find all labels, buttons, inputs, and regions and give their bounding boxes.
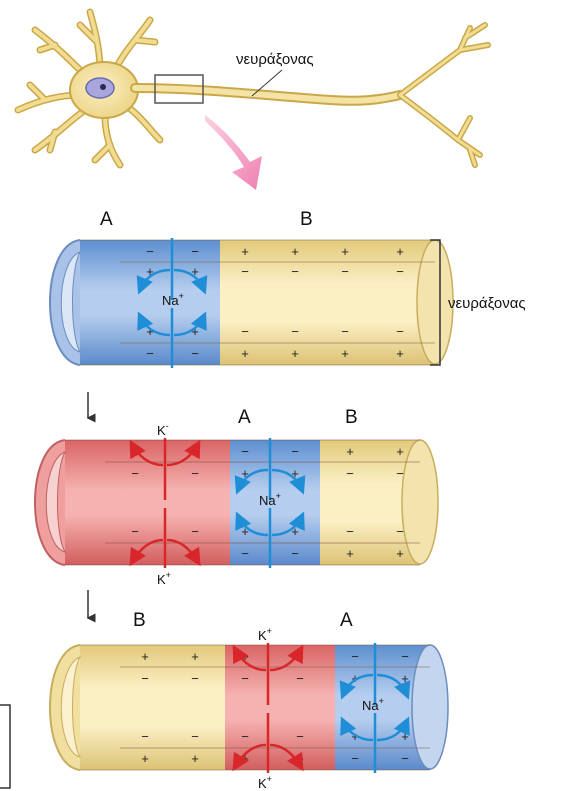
svg-text:−: − (141, 729, 149, 744)
panel3-k-bottom-label: K+ (258, 774, 272, 791)
svg-text:−: − (296, 729, 304, 744)
svg-text:−: − (241, 729, 249, 744)
svg-text:+: + (141, 751, 149, 766)
svg-text:−: − (241, 264, 249, 279)
svg-text:−: − (291, 324, 299, 339)
svg-text:−: − (131, 466, 139, 481)
svg-text:−: − (396, 466, 404, 481)
nucleus (86, 78, 114, 98)
svg-text:+: + (346, 444, 354, 459)
svg-text:+: + (401, 671, 409, 686)
svg-text:−: − (351, 751, 359, 766)
svg-text:−: − (351, 649, 359, 664)
svg-text:−: − (291, 546, 299, 561)
left-edge-bracket (0, 705, 10, 788)
svg-text:−: − (291, 444, 299, 459)
svg-text:+: + (396, 346, 404, 361)
svg-text:+: + (241, 346, 249, 361)
svg-text:−: − (401, 649, 409, 664)
svg-text:−: − (346, 466, 354, 481)
neuron-illustration: νευράξονας (18, 12, 488, 190)
svg-text:−: − (241, 444, 249, 459)
svg-text:−: − (131, 524, 139, 539)
zoom-arrow (205, 115, 262, 190)
svg-text:+: + (341, 346, 349, 361)
svg-text:+: + (291, 346, 299, 361)
svg-text:−: − (191, 729, 199, 744)
svg-text:+: + (396, 244, 404, 259)
svg-text:−: − (141, 671, 149, 686)
panel2-label-B: B (345, 407, 358, 428)
panel3-resting-region (80, 645, 225, 770)
svg-text:+: + (241, 244, 249, 259)
svg-text:−: − (191, 466, 199, 481)
svg-text:−: − (146, 346, 154, 361)
panel2-label-A: A (238, 407, 251, 428)
svg-text:+: + (191, 649, 199, 664)
svg-text:−: − (341, 324, 349, 339)
svg-text:−: − (296, 671, 304, 686)
svg-text:−: − (346, 524, 354, 539)
panel3-label-B: B (133, 610, 146, 631)
axon-label-top: νευράξονας (236, 51, 314, 68)
svg-text:+: + (141, 649, 149, 664)
svg-text:+: + (396, 444, 404, 459)
svg-text:+: + (291, 244, 299, 259)
panel2-k-bottom-label: K+ (157, 570, 171, 587)
svg-text:−: − (291, 264, 299, 279)
svg-text:−: − (191, 346, 199, 361)
svg-text:−: − (401, 751, 409, 766)
svg-text:−: − (146, 244, 154, 259)
panel2-k-top-label: K- (157, 421, 169, 438)
axon-label-side: νευράξονας (448, 295, 526, 312)
svg-text:−: − (396, 264, 404, 279)
panel3-label-A: A (340, 610, 353, 631)
panel-3-axon-segment: B A ++ ++ −− −− −− ++ −− −− ++ ++ ++ −− (50, 610, 448, 791)
svg-text:−: − (191, 244, 199, 259)
svg-text:+: + (396, 546, 404, 561)
svg-text:−: − (396, 324, 404, 339)
svg-text:−: − (396, 524, 404, 539)
panel-1-axon-segment: A B −− ++++ ++ −−−− ++ −−−− −− ++++ (50, 209, 526, 368)
svg-text:−: − (191, 524, 199, 539)
svg-text:−: − (241, 324, 249, 339)
panel1-label-B: B (300, 209, 313, 230)
svg-text:−: − (241, 546, 249, 561)
panel3-k-top-label: K+ (258, 626, 272, 643)
panel1-label-A: A (100, 209, 113, 230)
panel2-repolarized-region (65, 440, 230, 565)
svg-text:−: − (241, 671, 249, 686)
svg-text:+: + (346, 546, 354, 561)
svg-text:+: + (401, 729, 409, 744)
svg-text:−: − (191, 671, 199, 686)
panel-2-axon-segment: A B ++ −− ++ −− ++ −− −− ++ −− ++ −− ++ (35, 407, 438, 587)
svg-text:+: + (341, 244, 349, 259)
svg-text:+: + (191, 751, 199, 766)
svg-text:−: − (341, 264, 349, 279)
